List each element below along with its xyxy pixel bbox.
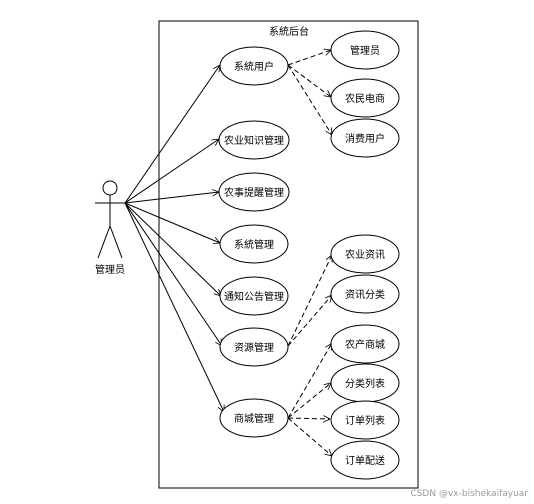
dashed-relations xyxy=(287,50,332,456)
use-case-label: 通知公告管理 xyxy=(224,290,284,303)
assoc-agri-knowledge xyxy=(124,139,219,204)
use-case-label: 订单配送 xyxy=(345,454,385,467)
use-case-order-list: 订单列表 xyxy=(330,400,400,440)
use-case-admin: 管理员 xyxy=(330,30,400,70)
actor-label: 管理员 xyxy=(95,263,125,276)
rel-mall-catlist xyxy=(287,383,331,419)
assoc-notice-manage xyxy=(124,202,221,296)
assoc-farm-reminder xyxy=(124,192,219,204)
system-title: 系統后台 xyxy=(269,25,309,38)
use-case-label: 资源管理 xyxy=(234,341,274,354)
use-case-label: 农业资讯 xyxy=(345,248,385,261)
use-case-resource-manage: 资源管理 xyxy=(219,327,289,367)
use-case-label: 消费用户 xyxy=(345,132,385,145)
use-case-news-category: 资讯分类 xyxy=(330,274,400,314)
assoc-sys-user xyxy=(124,65,220,204)
assoc-sys-manage xyxy=(124,202,220,243)
use-case-sys-user: 系統用户 xyxy=(219,46,289,86)
associations xyxy=(124,65,224,412)
rel-mall-delivery xyxy=(287,417,332,456)
use-case-notice-manage: 通知公告管理 xyxy=(219,276,289,316)
system-boundary xyxy=(158,20,419,489)
assoc-mall-manage xyxy=(124,202,224,412)
rel-mall-orderlist xyxy=(287,418,330,419)
use-case-label: 分类列表 xyxy=(345,377,385,390)
watermark-text: CSDN @vx-bishekaifayuar xyxy=(410,489,528,499)
use-case-label: 农事提醒管理 xyxy=(224,186,284,199)
use-case-label: 农产商城 xyxy=(345,338,385,351)
rel-sysuser-farmer xyxy=(287,64,331,97)
use-case-label: 管理员 xyxy=(350,44,380,57)
use-case-consumer: 消费用户 xyxy=(330,118,400,158)
rel-resource-category xyxy=(287,295,332,347)
use-case-label: 农民电商 xyxy=(345,92,385,105)
rel-mall-farmmall xyxy=(287,343,332,419)
use-case-label: 农业知识管理 xyxy=(224,134,284,147)
use-case-farmer-ecom: 农民电商 xyxy=(330,78,400,118)
use-case-label: 订单列表 xyxy=(345,414,385,427)
use-case-category-list: 分类列表 xyxy=(330,363,400,403)
rel-resource-news xyxy=(287,255,332,347)
rel-sysuser-admin xyxy=(287,50,331,66)
use-case-label: 系統管理 xyxy=(234,238,274,251)
use-case-mall-manage: 商城管理 xyxy=(219,398,289,438)
use-case-label: 系統用户 xyxy=(234,60,274,73)
use-case-sys-manage: 系統管理 xyxy=(219,224,289,264)
use-case-order-delivery: 订单配送 xyxy=(330,440,400,480)
actor-right-leg xyxy=(109,225,123,259)
rel-sysuser-consumer xyxy=(287,64,332,135)
actor-head xyxy=(102,180,118,196)
use-case-agri-news: 农业资讯 xyxy=(330,234,400,274)
use-case-agri-knowledge: 农业知识管理 xyxy=(218,120,290,160)
use-case-farm-mall: 农产商城 xyxy=(330,324,400,364)
assoc-resource-manage xyxy=(124,202,222,346)
actor-left-leg xyxy=(97,225,111,259)
use-case-farm-reminder: 农事提醒管理 xyxy=(218,172,290,212)
use-case-label: 资讯分类 xyxy=(345,288,385,301)
use-case-label: 商城管理 xyxy=(234,412,274,425)
actor-admin: 管理员 xyxy=(95,180,125,276)
